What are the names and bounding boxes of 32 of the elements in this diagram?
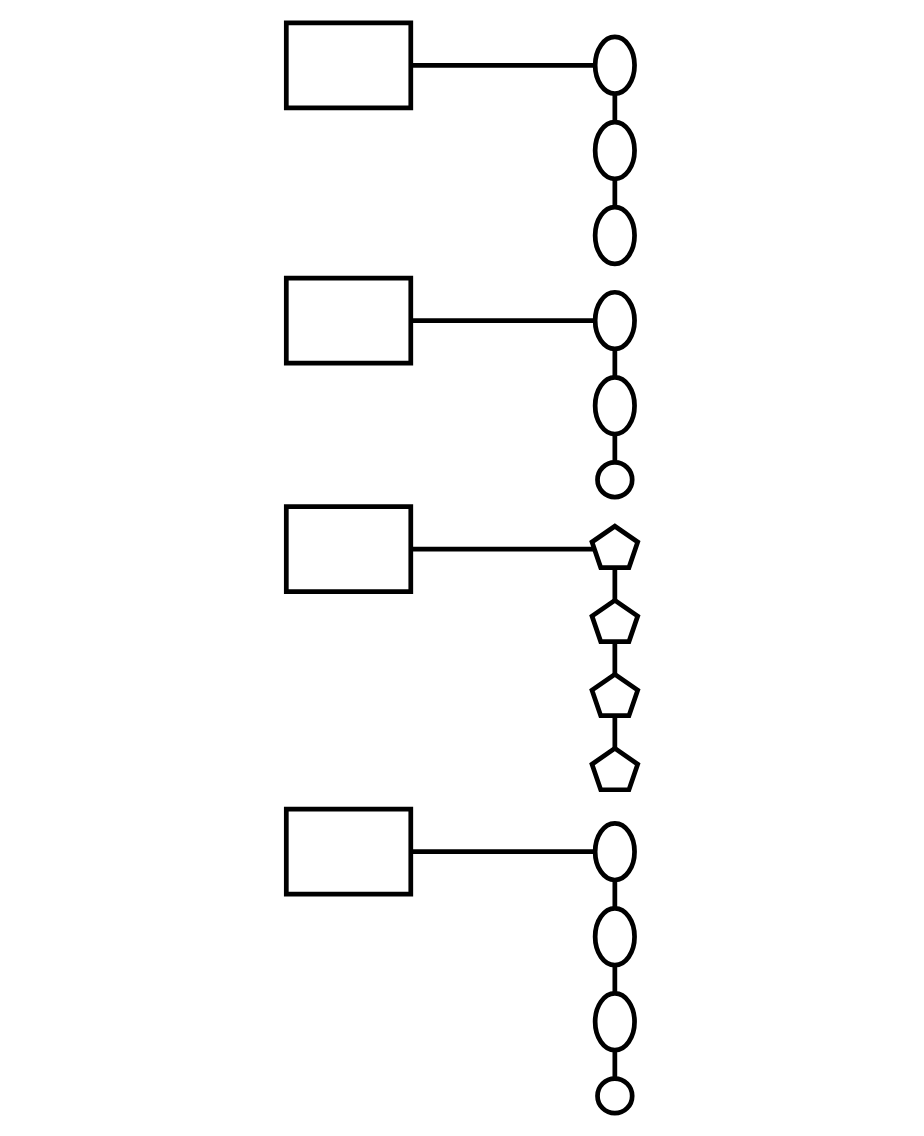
node-ellipse: [592, 34, 637, 97]
node-box: [283, 275, 414, 366]
connector: [612, 965, 618, 994]
node-box: [283, 806, 414, 897]
node-pentagon: [589, 523, 641, 570]
connector: [612, 715, 618, 749]
connector: [411, 849, 595, 854]
connector: [612, 434, 618, 463]
node-pentagon: [589, 745, 641, 793]
node-box: [283, 20, 414, 111]
node-circle: [595, 1076, 635, 1116]
node-ellipse: [592, 906, 637, 968]
connector: [612, 567, 618, 600]
connector: [411, 546, 595, 552]
connector: [612, 641, 618, 675]
connector: [612, 1050, 618, 1079]
node-ellipse: [592, 119, 637, 182]
node-box: [283, 504, 414, 594]
node-circle: [595, 460, 635, 500]
connector: [411, 318, 595, 323]
connector: [612, 179, 618, 207]
connector: [411, 62, 595, 68]
node-pentagon: [589, 671, 641, 719]
node-ellipse: [592, 991, 637, 1053]
connector: [612, 880, 618, 909]
node-ellipse: [592, 204, 637, 267]
node-pentagon: [589, 597, 641, 644]
connector: [612, 94, 618, 122]
node-ellipse: [592, 289, 637, 352]
node-ellipse: [592, 374, 637, 437]
connector: [612, 349, 618, 378]
node-ellipse: [592, 820, 637, 883]
